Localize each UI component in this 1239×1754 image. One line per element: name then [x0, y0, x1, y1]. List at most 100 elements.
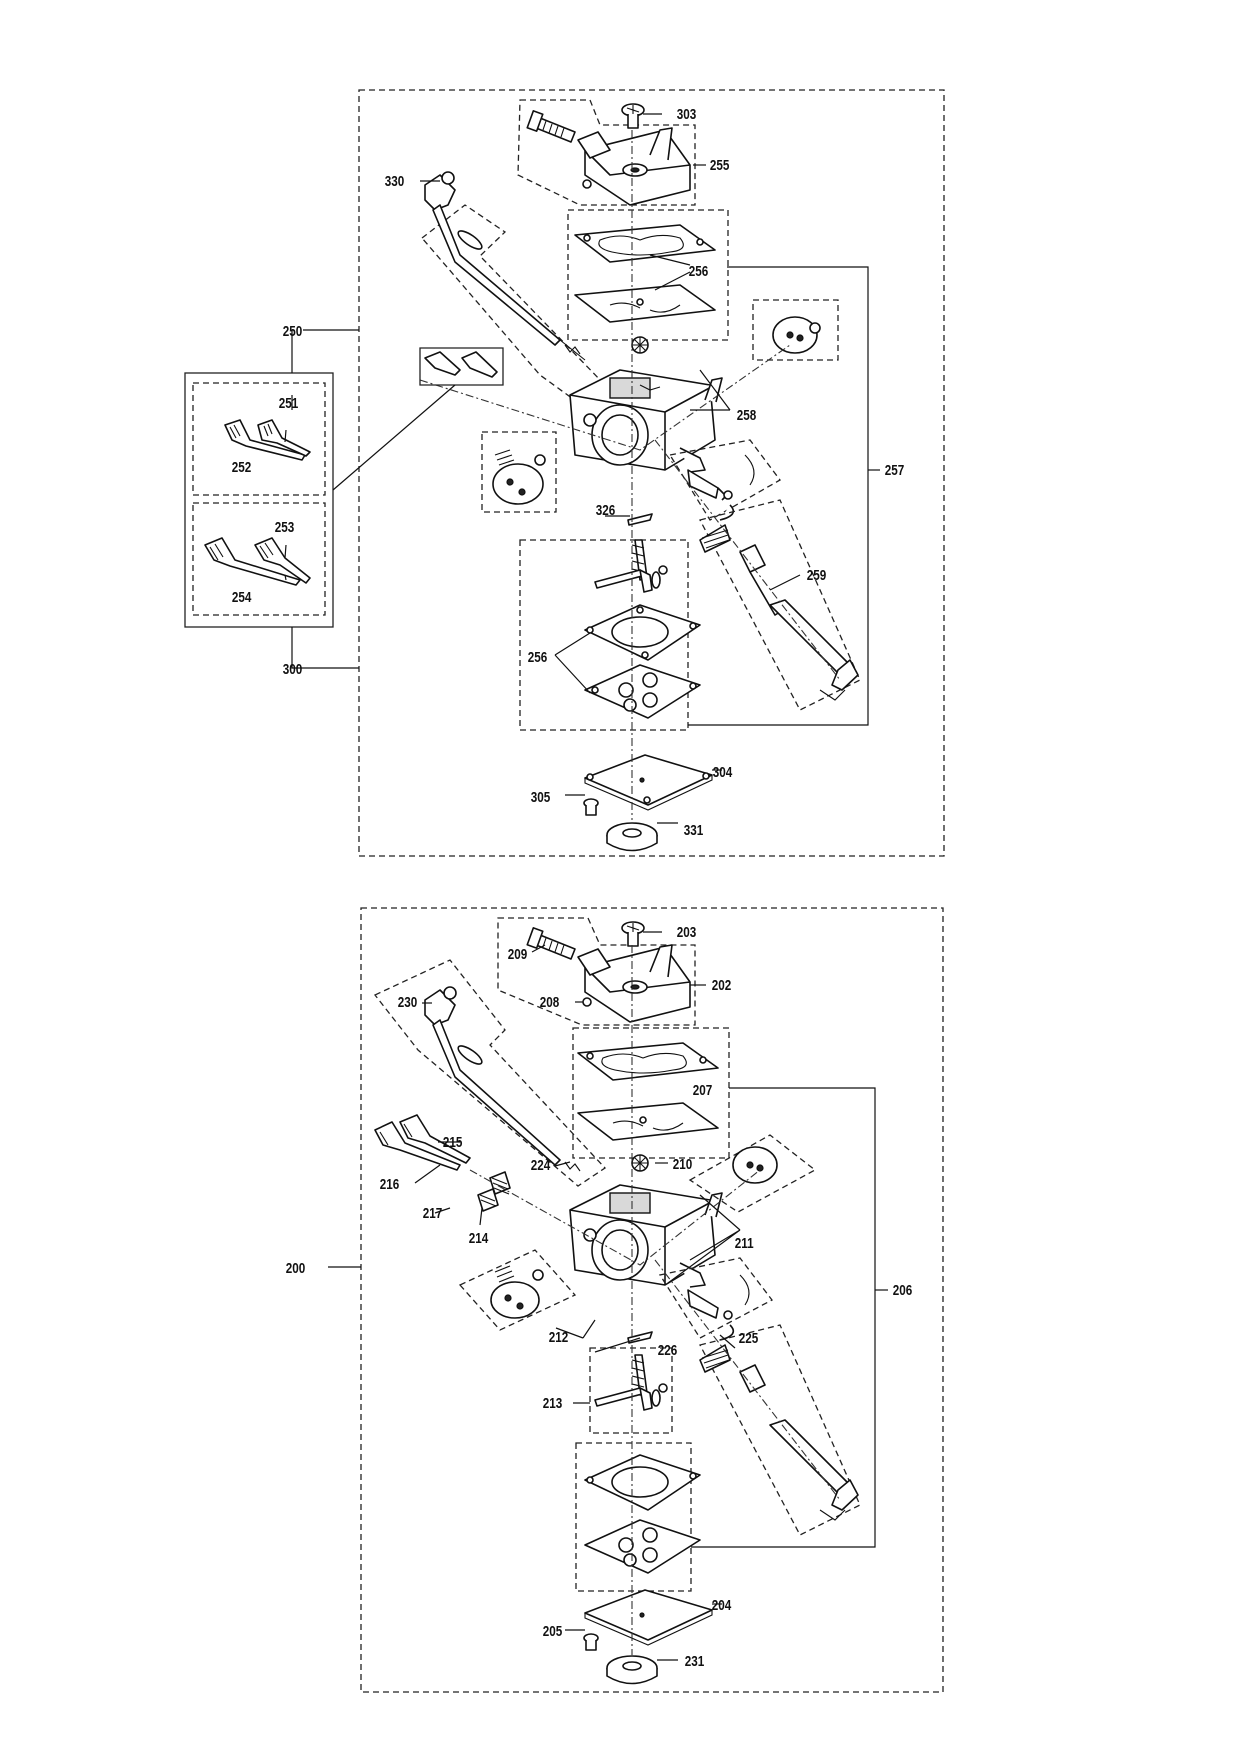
label-300: 300	[283, 661, 303, 678]
metering-gasket-upper	[584, 604, 701, 661]
label-226: 226	[658, 1342, 678, 1359]
label-200: 200	[286, 1260, 306, 1277]
label-255: 255	[710, 157, 730, 174]
pump-gasket	[574, 224, 716, 263]
idle-lever-box-lower	[658, 1257, 773, 1339]
idle-needle-259	[699, 524, 859, 701]
label-208: 208	[540, 994, 560, 1011]
needle-box-259	[699, 499, 861, 711]
label-330: 330	[385, 173, 405, 190]
upper-leaders	[284, 113, 880, 824]
metering-diaphragm-upper	[584, 664, 701, 719]
plug-208	[582, 997, 592, 1007]
throttle-shaft-box	[421, 204, 606, 405]
needle-kit-outer	[184, 372, 334, 628]
label-212: 212	[549, 1329, 569, 1346]
pump-diaphragm-lower	[577, 1102, 719, 1141]
label-210: 210	[673, 1156, 693, 1173]
washer-331	[606, 822, 658, 852]
label-250: 250	[283, 323, 303, 340]
lower-leaders	[328, 931, 888, 1661]
needle-253-pair	[204, 537, 311, 586]
label-205: 205	[543, 1623, 563, 1640]
gasket-kit-box-upper	[567, 209, 729, 341]
pump-gasket-lower	[577, 1042, 719, 1081]
adjust-screw	[526, 110, 576, 143]
axis-line-lower-needle	[654, 1259, 841, 1501]
label-256-top: 256	[689, 263, 709, 280]
label-213: 213	[543, 1395, 563, 1412]
needle-box-225	[699, 1324, 861, 1536]
small-plug	[582, 179, 592, 189]
metering-gasket-lower	[584, 1454, 701, 1511]
pump-cover-lower	[490, 1265, 544, 1319]
choke-box	[752, 299, 839, 361]
adjust-screw-209	[526, 927, 576, 960]
upper-labels: 303 255 330 256 257 258 250 251 252 253 …	[232, 106, 905, 839]
needle-detail-box	[419, 347, 504, 386]
metering-lever-upper	[594, 539, 668, 593]
lower-frame	[360, 907, 944, 1693]
label-204: 204	[712, 1597, 732, 1614]
carburetor-cover-202	[577, 944, 691, 1023]
axis-line-lower-diag	[469, 1169, 761, 1266]
pump-cover-upper	[492, 449, 546, 505]
pump-diaphragm	[574, 284, 716, 323]
choke-plate-lower	[732, 1146, 778, 1184]
screw-205	[583, 1633, 599, 1651]
choke-plate	[772, 316, 821, 354]
label-259: 259	[807, 567, 827, 584]
axis-line-upper-needle	[654, 439, 841, 681]
label-303: 303	[677, 106, 697, 123]
label-207: 207	[693, 1082, 713, 1099]
label-254: 254	[232, 589, 252, 606]
upper-frame	[358, 89, 945, 857]
idle-lever	[687, 454, 755, 521]
carburetor-body-lower	[569, 1184, 723, 1288]
label-215: 215	[443, 1134, 463, 1151]
washer-231	[606, 1655, 658, 1685]
screw-203	[621, 921, 645, 947]
label-203: 203	[677, 924, 697, 941]
label-258: 258	[737, 407, 757, 424]
idle-lever-box	[668, 439, 781, 521]
needles-215-216	[374, 1114, 471, 1171]
springs-217-214	[477, 1171, 511, 1212]
label-209: 209	[508, 946, 528, 963]
screw-303	[621, 103, 645, 129]
pump-cover-box-upper	[481, 431, 557, 513]
metering-lever-lower	[594, 1354, 668, 1411]
pivot-pin-326	[627, 513, 653, 526]
label-256-bottom: 256	[528, 649, 548, 666]
needle-kit-group	[184, 347, 504, 628]
label-251: 251	[279, 395, 299, 412]
pump-cover-box-lower	[458, 1249, 577, 1331]
label-225: 225	[739, 1330, 759, 1347]
needle-kit-box-253	[192, 502, 326, 616]
lower-labels: 203 209 202 208 230 207 206 224 215 216 …	[286, 924, 913, 1670]
screw-305	[583, 798, 599, 816]
label-253: 253	[275, 519, 295, 536]
metering-cover-304	[584, 754, 713, 811]
label-304: 304	[713, 764, 733, 781]
label-230: 230	[398, 994, 418, 1011]
label-217: 217	[423, 1205, 443, 1222]
label-257: 257	[885, 462, 905, 479]
label-252: 252	[232, 459, 252, 476]
upper-assembly: 303 255 330 256 257 258 250 251 252 253 …	[184, 89, 945, 857]
label-214: 214	[469, 1230, 489, 1247]
metering-kit-box-lower	[575, 1442, 692, 1592]
label-216: 216	[380, 1176, 400, 1193]
filter-screen-210	[631, 1154, 649, 1172]
filter-screen-upper	[631, 336, 649, 354]
metering-lever-box-213	[589, 1347, 673, 1434]
label-224: 224	[531, 1157, 551, 1174]
axis-line-upper-diag	[419, 344, 791, 451]
label-326: 326	[596, 502, 616, 519]
label-331: 331	[684, 822, 704, 839]
gasket-kit-box-lower	[572, 1027, 730, 1159]
label-211: 211	[735, 1235, 754, 1252]
throttle-shaft	[424, 171, 586, 361]
metering-diaphragm-lower	[584, 1519, 701, 1574]
